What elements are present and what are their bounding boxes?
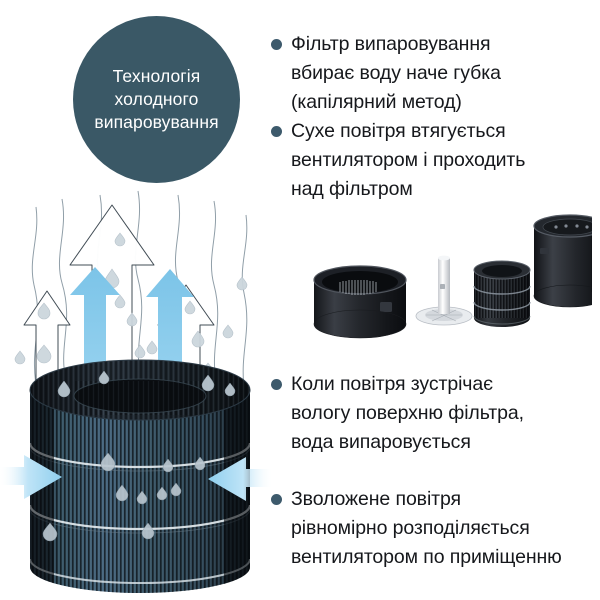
bullet-text-2: Сухе повітря втягується вентилятором і п… [291,120,526,200]
wick-shaft-part [415,255,473,326]
bullet-text-3: Коли повітря зустрічає вологу поверхню ф… [291,373,524,453]
bullet-dot-icon [271,494,282,505]
bullet-dot-icon [271,126,282,137]
tank-base-part [313,265,407,339]
technology-badge: Технологія холодного випаровування [73,16,240,183]
evaporation-filter-diagram [0,185,272,600]
technology-badge-label: Технологія холодного випаровування [94,66,219,132]
bullet-item-3: Коли повітря зустрічає вологу поверхню ф… [271,370,596,457]
bullet-item-2: Сухе повітря втягується вентилятором і п… [271,117,596,204]
bullet-item-1: Фільтр випаровування вбирає воду наче гу… [271,30,596,117]
bullet-item-4: Зволожене повітря рівномірно розподіляєт… [271,485,596,572]
evaporation-filter-part [473,260,531,327]
fan-top-unit-part [533,214,592,308]
bullet-text-1: Фільтр випаровування вбирає воду наче гу… [291,33,501,113]
humidifier-exploded-view [296,196,592,346]
bullet-dot-icon [271,379,282,390]
bullet-dot-icon [271,39,282,50]
bullet-text-4: Зволожене повітря рівномірно розподіляєт… [291,488,562,568]
